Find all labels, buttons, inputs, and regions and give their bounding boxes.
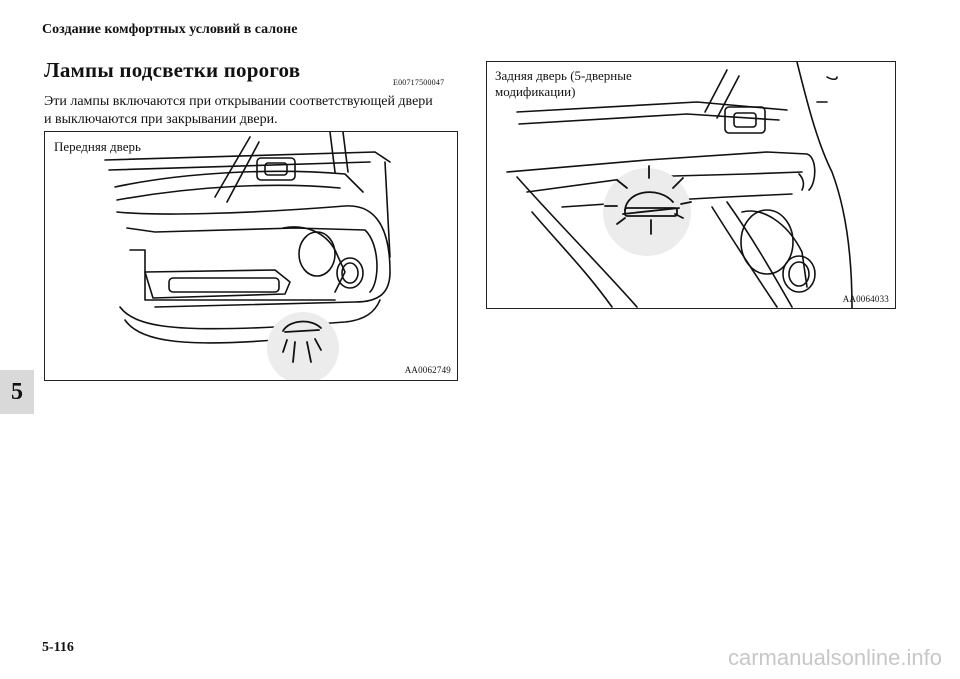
- intro-paragraph: Эти лампы включаются при открывании соот…: [44, 93, 464, 129]
- front-door-figure: Передняя дверь AA0062749: [44, 131, 458, 381]
- front-door-illustration: [104, 132, 391, 380]
- watermark: carmanualsonline.info: [727, 645, 942, 670]
- section-code: E00717500047: [393, 78, 445, 87]
- front-door-caption: Передняя дверь: [52, 139, 143, 155]
- rear-door-figure-code: AA0064033: [842, 294, 889, 304]
- page-number: 5-116: [42, 640, 74, 655]
- rear-door-caption: Задняя дверь (5-дверные модификации): [495, 68, 632, 99]
- section-title: Лампы подсветки порогов: [44, 58, 301, 82]
- running-header: Создание комфортных условий в салоне: [42, 22, 298, 37]
- chapter-tab: 5: [0, 370, 34, 414]
- rear-door-figure: Задняя дверь (5-дверные модификации) AA0…: [486, 61, 896, 309]
- intro-line-1: Эти лампы включаются при открывании соот…: [44, 94, 433, 109]
- front-door-figure-code: AA0062749: [404, 365, 451, 375]
- intro-line-2: и выключаются при закрывании двери.: [44, 112, 278, 127]
- rear-door-illustration: [506, 62, 853, 308]
